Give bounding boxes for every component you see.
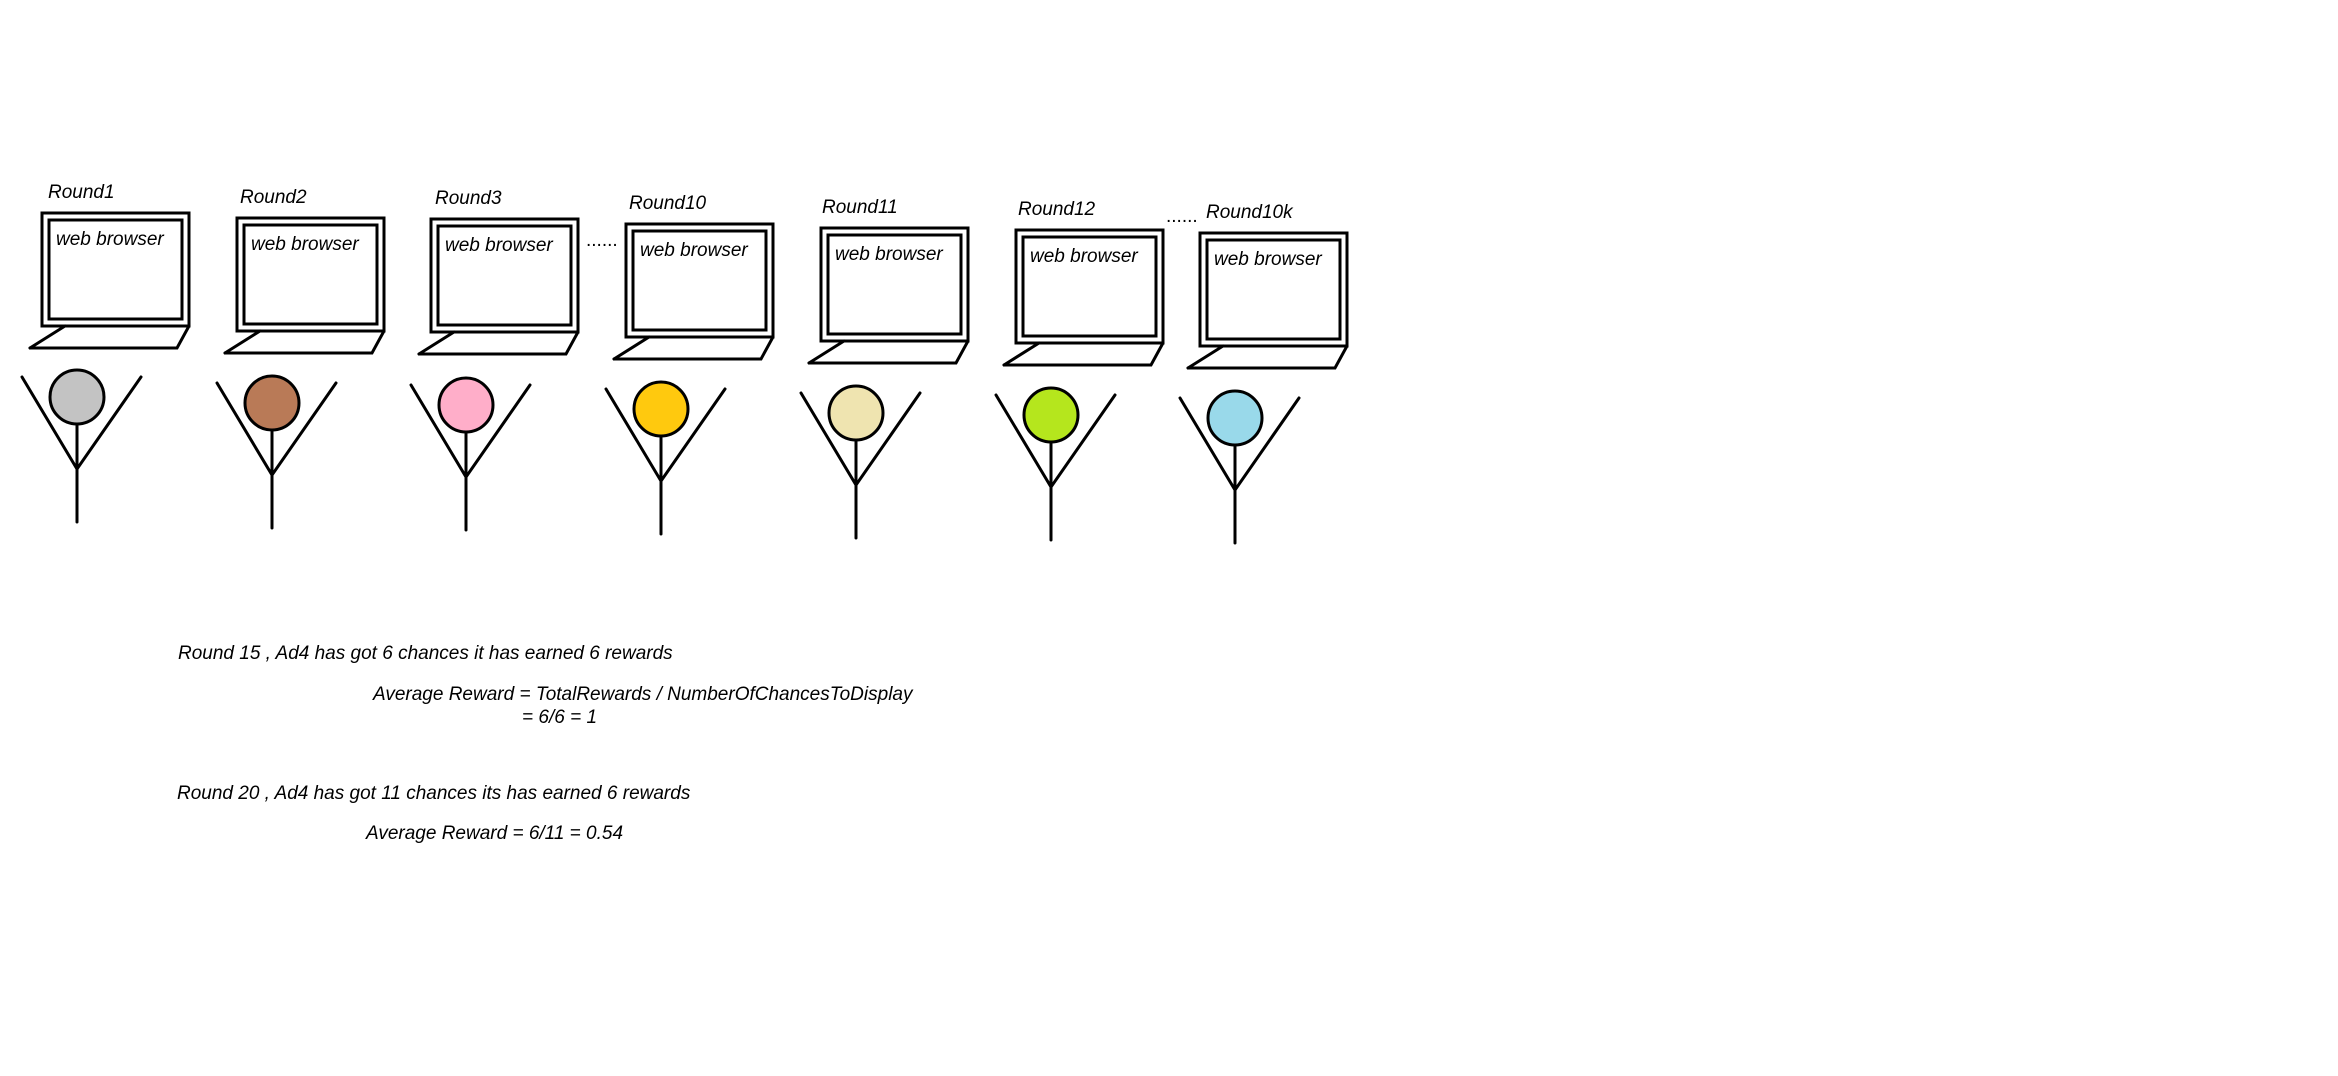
user-head: [1022, 386, 1080, 444]
laptop-keyboard: [417, 330, 580, 356]
laptop-screen-inner: [1021, 235, 1158, 338]
user-head: [437, 376, 495, 434]
user-figure: Round11 web browser: [799, 197, 970, 540]
laptop-screen-outer: [429, 217, 580, 334]
laptop-screen-inner: [436, 224, 573, 327]
round-label: Round10: [629, 193, 707, 214]
web-browser-label: web browser: [835, 244, 943, 265]
user-figure: Round10k web browser: [1178, 202, 1349, 545]
laptop-keyboard-edge: [223, 329, 262, 355]
laptop-keyboard-edge: [807, 339, 846, 365]
laptop-keyboard: [807, 339, 970, 365]
laptop-keyboard-edge: [1002, 341, 1041, 367]
round-label: Round11: [822, 197, 898, 218]
round-label: Round12: [1018, 199, 1096, 220]
user-figure: Round1 web browser: [20, 182, 191, 524]
ellipsis-2: ......: [1166, 206, 1198, 227]
laptop-screen-inner: [242, 223, 379, 326]
laptop-keyboard: [28, 324, 191, 350]
user-figure: Round12 web browser: [994, 199, 1165, 542]
laptop-screen-outer: [40, 211, 191, 328]
laptop-screen-outer: [1198, 231, 1349, 348]
round-label: Round2: [240, 187, 307, 208]
web-browser-label: web browser: [1214, 249, 1322, 270]
ellipsis-1: ......: [586, 230, 618, 251]
web-browser-label: web browser: [445, 235, 553, 256]
web-browser-label: web browser: [1030, 246, 1138, 267]
web-browser-label: web browser: [56, 229, 164, 250]
web-browser-label: web browser: [640, 240, 748, 261]
user-figure: Round3 web browser: [409, 188, 580, 532]
user-head: [1206, 389, 1264, 447]
user-head: [632, 380, 690, 438]
user-head: [243, 374, 301, 432]
laptop-keyboard-edge: [1186, 344, 1225, 370]
laptop-screen-inner: [47, 218, 184, 321]
user-figure: Round10 web browser: [604, 193, 775, 536]
note-result1: = 6/6 = 1: [522, 707, 597, 728]
user-head: [827, 384, 885, 442]
round-label: Round1: [48, 182, 115, 203]
user-figure: Round2 web browser: [215, 187, 386, 530]
note-result2: Average Reward = 6/11 = 0.54: [365, 823, 623, 844]
laptop-keyboard: [1186, 344, 1349, 370]
laptop-keyboard: [612, 335, 775, 361]
laptop-screen-inner: [631, 229, 768, 332]
note-round20: Round 20 , Ad4 has got 11 chances its ha…: [177, 783, 691, 804]
laptop-screen-outer: [624, 222, 775, 339]
laptop-screen-outer: [1014, 228, 1165, 345]
note-round15: Round 15 , Ad4 has got 6 chances it has …: [178, 643, 673, 664]
laptop-keyboard-edge: [417, 330, 456, 356]
web-browser-label: web browser: [251, 234, 359, 255]
laptop-keyboard: [223, 329, 386, 355]
round-label: Round3: [435, 188, 502, 209]
laptop-screen-outer: [819, 226, 970, 343]
round-label: Round10k: [1206, 202, 1294, 223]
user-head: [48, 368, 106, 426]
laptop-keyboard-edge: [28, 324, 67, 350]
laptop-keyboard-edge: [612, 335, 651, 361]
laptop-screen-inner: [826, 233, 963, 336]
note-formula: Average Reward = TotalRewards / NumberOf…: [372, 684, 914, 705]
laptop-screen-outer: [235, 216, 386, 333]
laptop-keyboard: [1002, 341, 1165, 367]
laptop-screen-inner: [1205, 238, 1342, 341]
